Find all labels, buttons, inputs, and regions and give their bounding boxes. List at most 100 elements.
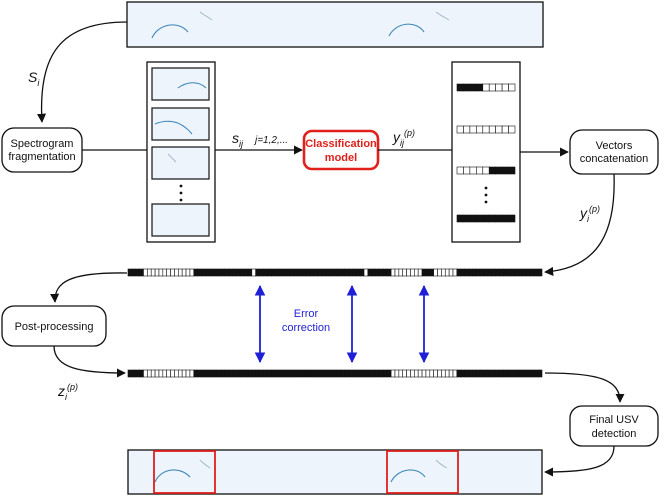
vector-cell bbox=[309, 268, 315, 277]
usv-trace bbox=[388, 23, 425, 37]
vector-cell bbox=[469, 214, 477, 223]
vector-cell bbox=[239, 369, 245, 378]
vector-cell bbox=[270, 369, 276, 378]
detection-box bbox=[386, 450, 459, 494]
vector-cell bbox=[208, 369, 214, 378]
vector-cell bbox=[150, 369, 156, 378]
vector-cell bbox=[469, 83, 477, 92]
vector-cell bbox=[205, 369, 210, 378]
vector-cell bbox=[189, 369, 195, 378]
arrow-raw-vector-to-postprocessing bbox=[50, 272, 128, 303]
vector-cell bbox=[495, 166, 503, 175]
vector-cell bbox=[220, 369, 226, 378]
spectrogram-fragments-panel bbox=[146, 61, 216, 243]
svg-text:concatenation: concatenation bbox=[580, 153, 649, 165]
vector-cell bbox=[166, 268, 171, 277]
vector-cell bbox=[390, 369, 396, 378]
vector-cell bbox=[476, 125, 484, 134]
fragment-vectors-panel bbox=[451, 61, 521, 243]
vector-cell bbox=[469, 166, 477, 175]
vector-cell bbox=[483, 369, 489, 378]
vector-cell bbox=[355, 268, 361, 277]
arrow-postprocessing-to-corrected-vector bbox=[53, 345, 126, 378]
vector-cell bbox=[488, 214, 496, 223]
vector-cell bbox=[332, 369, 338, 378]
vector-cell bbox=[499, 268, 504, 277]
vector-cell bbox=[499, 369, 504, 378]
vector-cell bbox=[482, 214, 490, 223]
vector-cell bbox=[201, 369, 206, 378]
vector-cell bbox=[488, 83, 496, 92]
vector-cell bbox=[359, 369, 365, 378]
usv-trace bbox=[154, 469, 191, 483]
vector-cell bbox=[158, 268, 164, 277]
usv-trace bbox=[199, 11, 213, 21]
vector-cell bbox=[518, 369, 523, 378]
vector-cell bbox=[193, 369, 198, 378]
vector-cell bbox=[476, 214, 484, 223]
vector-cell bbox=[205, 268, 210, 277]
vector-cell bbox=[325, 268, 330, 277]
vector-cell bbox=[386, 369, 392, 378]
vector-cell bbox=[224, 369, 229, 378]
vector-cell bbox=[290, 369, 295, 378]
vector-cell bbox=[537, 369, 543, 378]
vector-cell bbox=[537, 268, 543, 277]
vector-cell bbox=[197, 369, 202, 378]
vector-cell bbox=[162, 268, 167, 277]
arrow-final-detection-to-output bbox=[544, 445, 615, 477]
vector-cell bbox=[530, 268, 535, 277]
vector-cell bbox=[363, 369, 369, 378]
vector-cell bbox=[266, 369, 272, 378]
vector-cell bbox=[526, 268, 531, 277]
vector-cell bbox=[243, 268, 249, 277]
vector-cell bbox=[282, 268, 287, 277]
vector-cell bbox=[482, 125, 490, 134]
vector-cell bbox=[131, 268, 137, 277]
vector-cell bbox=[348, 268, 353, 277]
vector-cell bbox=[174, 268, 179, 277]
usv-trace bbox=[390, 469, 426, 483]
output-spectrogram bbox=[127, 449, 543, 495]
vector-cell bbox=[456, 166, 464, 175]
vectors-concatenation-box: Vectors concatenation bbox=[569, 129, 659, 175]
usv-trace bbox=[435, 11, 450, 21]
svg-text:Post-processing: Post-processing bbox=[15, 321, 94, 333]
vector-cell bbox=[501, 166, 509, 175]
vector-cell bbox=[154, 268, 160, 277]
usv-trace bbox=[435, 459, 448, 469]
vector-cell bbox=[421, 268, 427, 277]
vector-cell bbox=[383, 369, 388, 378]
vector-cell bbox=[340, 369, 345, 378]
vector-cell bbox=[421, 369, 427, 378]
vector-cell bbox=[456, 125, 464, 134]
label-y-ij: yij(p) bbox=[392, 128, 415, 148]
vector-cell bbox=[464, 268, 469, 277]
usv-trace bbox=[151, 24, 189, 39]
vector-cell bbox=[475, 268, 481, 277]
vector-cell bbox=[406, 268, 411, 277]
vector-cell bbox=[185, 369, 191, 378]
vector-cell bbox=[224, 268, 229, 277]
vector-cell bbox=[193, 268, 198, 277]
vector-cell bbox=[506, 268, 512, 277]
vector-cell bbox=[386, 268, 392, 277]
vector-cell bbox=[390, 268, 396, 277]
vector-cell bbox=[139, 369, 144, 378]
label-y-i: yi(p) bbox=[579, 204, 600, 224]
vector-cell bbox=[452, 369, 458, 378]
svg-text:Final USV: Final USV bbox=[589, 414, 639, 426]
vector-cell bbox=[410, 369, 415, 378]
vector-cell bbox=[305, 268, 311, 277]
vector-cell bbox=[414, 369, 419, 378]
vector-cell bbox=[305, 369, 311, 378]
vector-cell bbox=[232, 369, 237, 378]
vector-cell bbox=[309, 369, 315, 378]
vector-cell bbox=[495, 369, 500, 378]
vector-cell bbox=[282, 369, 287, 378]
vector-cell bbox=[263, 369, 268, 378]
vector-cell bbox=[228, 369, 233, 378]
vector-cell bbox=[236, 268, 241, 277]
vector-cell bbox=[452, 268, 458, 277]
vector-cell bbox=[456, 268, 462, 277]
